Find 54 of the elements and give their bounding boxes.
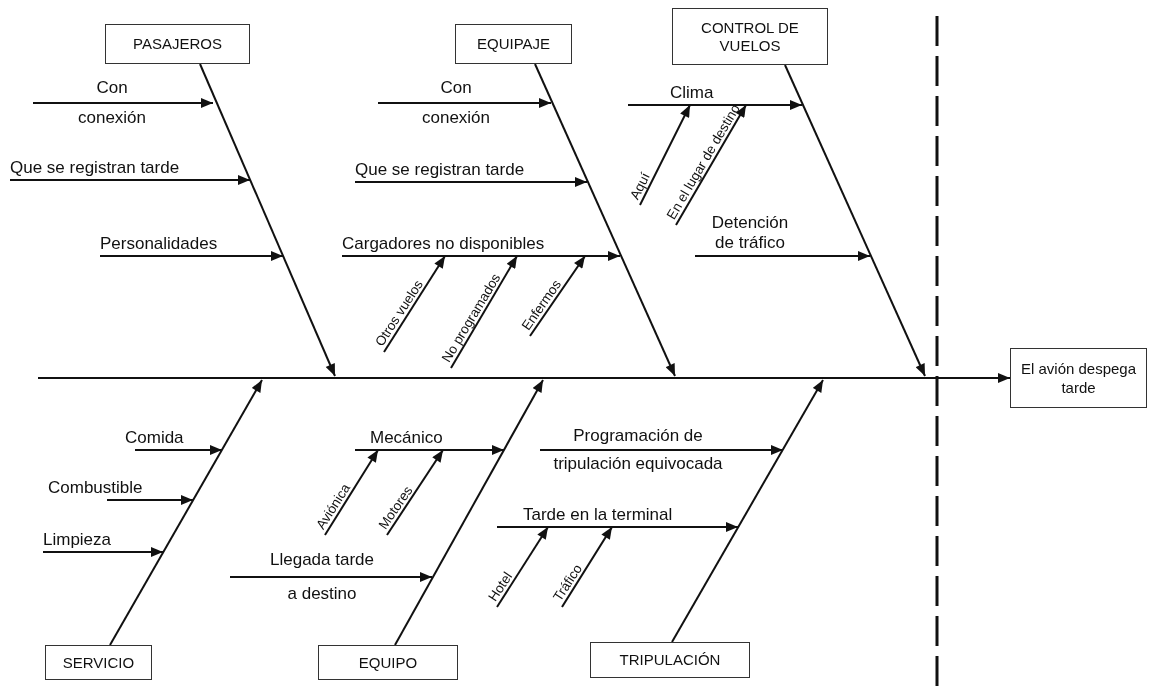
subcause-label: Aquí: [627, 170, 653, 202]
cause-label: Combustible: [48, 478, 143, 498]
cause-label: Con conexión: [76, 77, 148, 129]
arrow: [784, 64, 926, 377]
arrow: [324, 449, 379, 536]
cause-label: Llegada tarde a destino: [269, 549, 375, 605]
category-box: EQUIPAJE: [455, 24, 572, 64]
arrow: [99, 251, 284, 261]
arrow: [229, 572, 433, 582]
cause-label: Clima: [669, 83, 715, 103]
arrow: [354, 177, 588, 187]
cause-label: Comida: [125, 428, 184, 448]
cause-label: Que se registran tarde: [355, 160, 525, 180]
cause-label: Con conexión: [420, 77, 492, 129]
arrow: [394, 379, 544, 646]
arrow: [109, 379, 263, 646]
arrow: [386, 449, 444, 536]
arrow: [496, 526, 549, 608]
arrow: [539, 445, 784, 455]
arrow: [341, 251, 621, 261]
arrow: [534, 63, 676, 377]
arrow: [37, 373, 1011, 383]
effect-box: El avión despega tarde: [1010, 348, 1147, 408]
arrow: [32, 98, 214, 108]
category-box: CONTROL DE VUELOS: [672, 8, 828, 65]
arrow: [9, 175, 251, 185]
cause-label: Mecánico: [370, 428, 443, 448]
category-box: EQUIPO: [318, 645, 458, 680]
cause-label: Tarde en la terminal: [523, 505, 673, 525]
arrow: [675, 104, 747, 226]
arrow: [529, 255, 586, 337]
cause-label: Detención de tráfico: [710, 213, 790, 254]
arrow: [377, 98, 552, 108]
arrow: [383, 255, 446, 353]
arrow: [42, 547, 164, 557]
arrow: [561, 526, 613, 608]
arrow: [134, 445, 223, 455]
cause-label: Personalidades: [100, 234, 218, 254]
arrow: [106, 495, 194, 505]
category-box: SERVICIO: [45, 645, 152, 680]
category-box: PASAJEROS: [105, 24, 250, 64]
cause-label: Que se registran tarde: [10, 158, 180, 178]
category-box: TRIPULACIÓN: [590, 642, 750, 678]
arrow: [199, 63, 336, 377]
cause-label: Programación de tripulación equivocada: [552, 425, 724, 475]
cause-label: Limpieza: [43, 530, 112, 550]
cause-label: Cargadores no disponibles: [342, 234, 546, 254]
arrow: [496, 522, 739, 532]
arrow: [450, 255, 518, 369]
arrow: [639, 104, 691, 206]
arrow: [354, 445, 505, 455]
arrow: [671, 379, 824, 643]
arrow: [694, 251, 871, 261]
arrow: [627, 100, 803, 110]
